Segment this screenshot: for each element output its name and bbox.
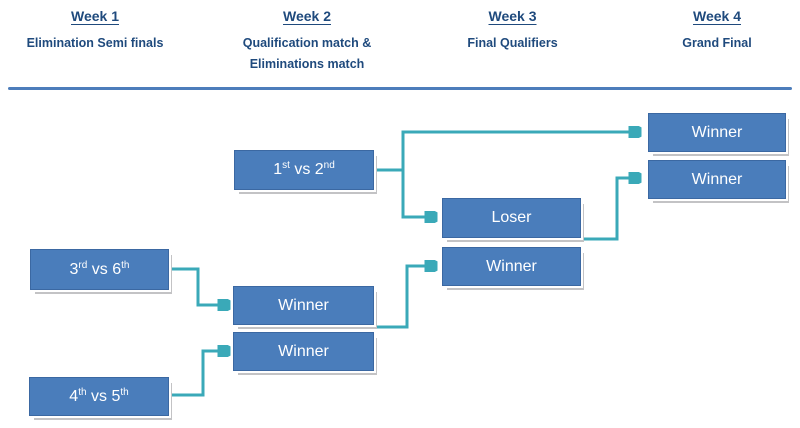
box-4th-vs-5th: 4th vs 5th — [29, 377, 169, 416]
connector-week2-winners-to-final-qualifier — [374, 266, 434, 329]
box-1st-vs-2nd: 1st vs 2nd — [234, 150, 374, 190]
box-label: Winner — [691, 170, 743, 188]
connector-qualification-loser-to-final-qualifier — [401, 170, 434, 217]
week-4-subtitle: Grand Final — [682, 36, 752, 50]
week-3-subtitle: Final Qualifiers — [467, 36, 558, 50]
box-label: Loser — [491, 209, 532, 226]
box-week3-winner: Winner — [442, 247, 581, 286]
week-2-subtitle: Qualification match & Eliminations match — [242, 36, 372, 71]
box-grand-final-winner-2: Winner — [648, 160, 786, 199]
week-4-column: Week 4 Grand Final — [625, 8, 800, 54]
box-week3-loser: Loser — [442, 198, 581, 238]
box-label: Winner — [486, 257, 537, 275]
box-grand-final-winner-1: Winner — [648, 113, 786, 152]
box-label: 1st vs 2nd — [273, 160, 335, 179]
week-3-label: Week 3 — [488, 8, 537, 24]
connector-final-qualifier-to-grand-final — [582, 178, 638, 241]
box-3rd-vs-6th: 3rd vs 6th — [30, 249, 169, 290]
week-1-column: Week 1 Elimination Semi finals — [5, 8, 185, 54]
header-divider-line — [8, 87, 792, 90]
box-label: Winner — [278, 342, 329, 360]
box-label: 3rd vs 6th — [69, 259, 130, 278]
connector-qualification-winner-to-grand-final — [372, 132, 638, 172]
box-week2-winner-2: Winner — [233, 332, 374, 371]
box-week2-winner-1: Winner — [233, 286, 374, 325]
week-2-label: Week 2 — [283, 8, 331, 24]
connector-semi1-to-week2-winner — [167, 267, 227, 305]
box-label: 4th vs 5th — [69, 386, 129, 405]
week-1-label: Week 1 — [71, 8, 119, 24]
week-3-column: Week 3 Final Qualifiers — [420, 8, 605, 54]
week-4-label: Week 4 — [693, 8, 741, 24]
box-label: Winner — [691, 123, 743, 141]
connector-semi2-to-week2-winner — [168, 351, 227, 397]
week-1-subtitle: Elimination Semi finals — [26, 36, 164, 50]
week-2-column: Week 2 Qualification match & Elimination… — [212, 8, 402, 74]
box-label: Winner — [278, 296, 329, 314]
